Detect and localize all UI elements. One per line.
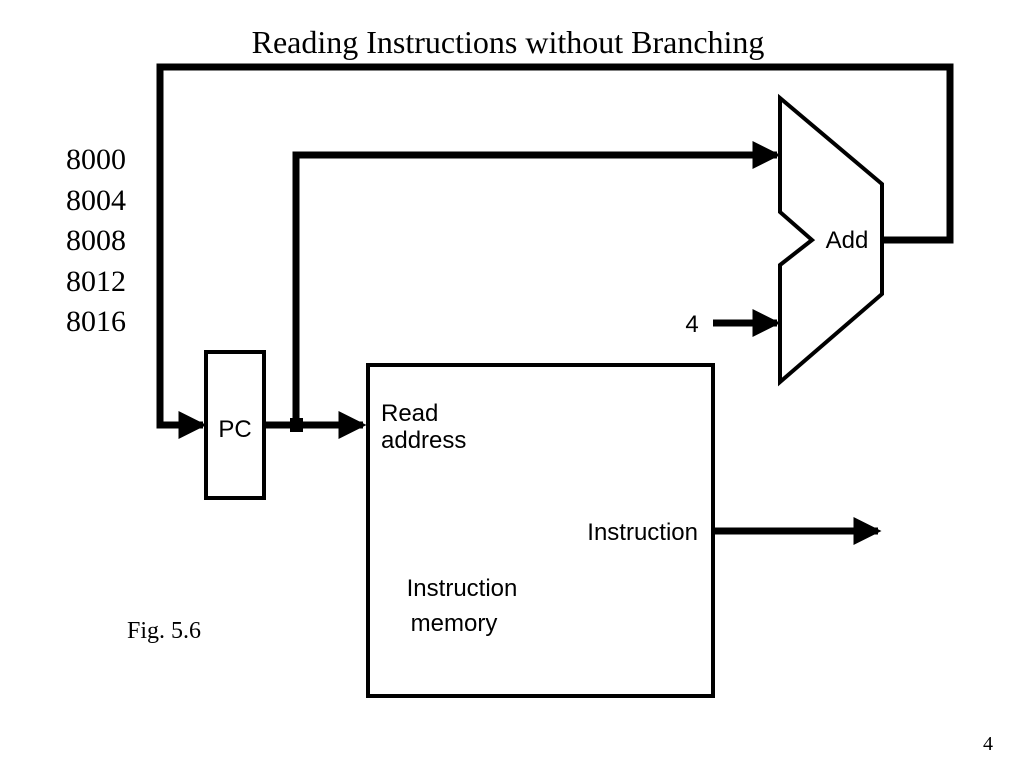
address-item: 8012 (66, 264, 126, 298)
address-item: 8008 (66, 224, 126, 257)
adder-to-pc-wire (156, 63, 954, 439)
read-address-label-line2: address (381, 427, 466, 454)
constant-four-label: 4 (685, 311, 698, 338)
read-address-label-line1: Read (381, 400, 438, 427)
junction-dot (290, 418, 303, 432)
slide-title: Reading Instructions without Branching (251, 24, 765, 60)
adder-unit (778, 93, 884, 387)
address-item: 8000 (66, 143, 126, 176)
figure-caption: Fig. 5.6 (127, 618, 202, 644)
page-number: 4 (983, 733, 993, 755)
instruction-memory-box (366, 363, 715, 698)
memory-name-line2: memory (411, 610, 498, 637)
adder-label: Add (826, 227, 869, 254)
address-list: 8000 8004 8008 8012 8016 (66, 140, 126, 343)
memory-name-line1: Instruction (407, 575, 518, 602)
pc-register (204, 350, 266, 500)
address-item: 8016 (66, 305, 126, 338)
pc-label: PC (218, 416, 251, 443)
instruction-output-label: Instruction (587, 519, 698, 546)
address-item: 8004 (66, 183, 126, 217)
pc-to-adder-wire (292, 141, 781, 425)
